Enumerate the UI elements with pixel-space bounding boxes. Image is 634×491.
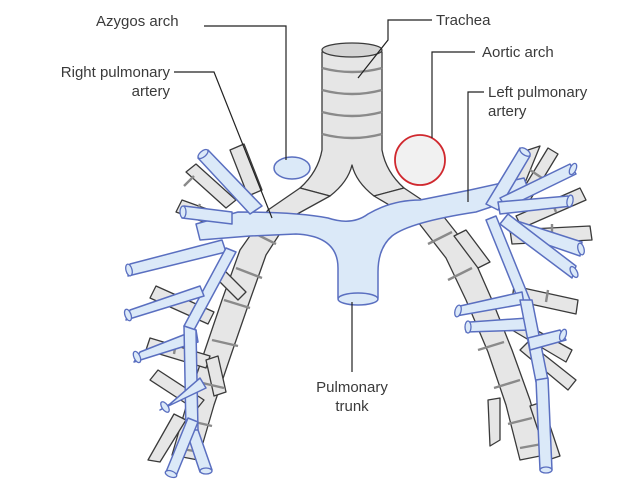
pulmonary-trunk-label-line2: trunk: [296, 397, 408, 416]
right-artery-branch: [128, 240, 226, 276]
right-pulmonary-artery-label: Right pulmonary artery: [10, 63, 170, 101]
left-pulmonary-artery-label-line2: artery: [488, 102, 587, 121]
pulmonary-trunk-opening: [338, 293, 378, 305]
pulmonary-trunk-label-line1: Pulmonary: [296, 378, 408, 397]
left-pulmonary-artery-leader: [468, 92, 484, 202]
pulmonary-trunk-label: Pulmonary trunk: [296, 378, 408, 416]
left-pulmonary-artery-label-line1: Left pulmonary: [488, 83, 587, 102]
right-pulmonary-artery-label-line1: Right pulmonary: [10, 63, 170, 82]
aortic-arch-label: Aortic arch: [482, 43, 554, 62]
right-artery-branch: [182, 206, 232, 224]
trachea-label: Trachea: [436, 11, 490, 30]
right-artery-branch: [184, 326, 198, 432]
azygos-arch-label: Azygos arch: [96, 12, 179, 31]
trachea-top: [322, 43, 382, 57]
aortic-arch-shape: [395, 135, 445, 185]
left-pulmonary-artery-label: Left pulmonary artery: [488, 83, 587, 121]
azygos-arch-shape: [274, 157, 310, 179]
left-bronchus-twig: [488, 398, 500, 446]
azygos-arch-leader: [204, 26, 286, 160]
right-pulmonary-artery-label-line2: artery: [10, 82, 170, 101]
trachea-tube: [300, 52, 404, 196]
